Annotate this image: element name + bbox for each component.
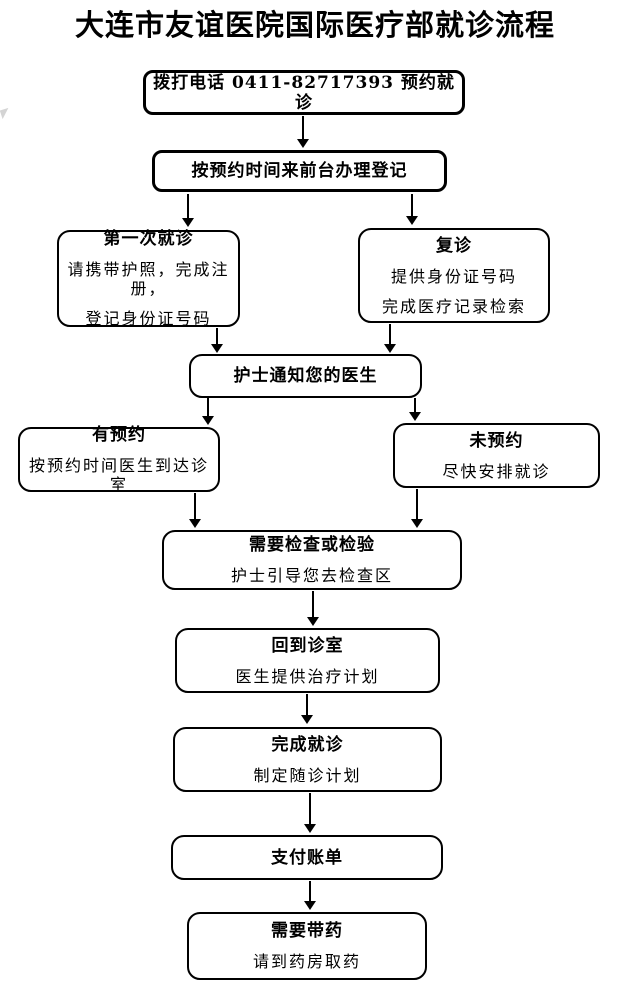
flow-arrow-down [188, 493, 202, 528]
node-title: 护士通知您的医生 [233, 366, 378, 386]
node-title: 需要带药 [271, 921, 343, 941]
flow-arrow-down [303, 793, 317, 833]
node-title: 回到诊室 [271, 635, 344, 656]
node-title: 需要检查或检验 [249, 535, 375, 555]
node-title: 复诊 [436, 235, 472, 256]
flow-node-nurse-notifies-doctor: 护士通知您的医生 [189, 354, 422, 398]
flow-arrow-down [303, 881, 317, 910]
flow-node-has-appointment: 有预约 按预约时间医生到达诊室 [18, 425, 220, 494]
flow-arrow-down [210, 328, 224, 353]
node-title: 拨打电话 0411-82717393 预约就诊 [153, 72, 455, 113]
flow-arrow-down [201, 398, 215, 425]
node-title: 未预约 [469, 430, 524, 451]
flow-arrow-down [296, 116, 310, 148]
flow-arrow-down [410, 489, 424, 528]
flow-arrow-down [408, 398, 422, 421]
node-line: 提供身份证号码 [390, 266, 517, 286]
flow-node-first-visit: 第一次就诊 请携带护照，完成注册， 登记身份证号码 [57, 229, 240, 328]
node-line: 医生提供治疗计划 [235, 666, 380, 686]
node-title: 完成就诊 [271, 734, 344, 755]
flow-node-back-to-room: 回到诊室 医生提供治疗计划 [175, 628, 440, 693]
flow-node-front-desk-registration: 按预约时间来前台办理登记 [152, 150, 447, 192]
flow-node-pay-bill: 支付账单 [171, 835, 443, 880]
flow-node-need-exam: 需要检查或检验 护士引导您去检查区 [162, 530, 462, 590]
flow-node-no-appointment: 未预约 尽快安排就诊 [393, 423, 600, 488]
node-line: 护士引导您去检查区 [230, 566, 393, 585]
flow-arrow-down [300, 694, 314, 724]
flow-node-return-visit: 复诊 提供身份证号码 完成医疗记录检索 [358, 228, 550, 323]
node-title: 支付账单 [271, 847, 343, 868]
scan-artifact-mark [0, 107, 12, 120]
node-line: 制定随诊计划 [253, 765, 362, 785]
flow-arrow-down [405, 194, 419, 225]
page-title: 大连市友谊医院国际医疗部就诊流程 [74, 8, 555, 42]
flow-node-call-appointment: 拨打电话 0411-82717393 预约就诊 [143, 70, 465, 115]
node-line: 尽快安排就诊 [442, 461, 551, 481]
node-line: 登记身份证号码 [85, 309, 212, 328]
node-line: 按预约时间医生到达诊室 [28, 456, 209, 494]
node-title: 按预约时间来前台办理登记 [191, 161, 408, 181]
node-line: 请携带护照，完成注册， [67, 260, 230, 298]
node-title: 有预约 [92, 425, 146, 445]
flow-arrow-down [383, 324, 397, 353]
node-line: 完成医疗记录检索 [381, 296, 526, 316]
node-line: 请到药房取药 [252, 952, 361, 971]
flow-node-take-medicine: 需要带药 请到药房取药 [187, 912, 427, 980]
flow-arrow-down [181, 194, 195, 227]
node-title: 第一次就诊 [103, 229, 194, 249]
flow-arrow-down [306, 591, 320, 626]
flow-node-finish-visit: 完成就诊 制定随诊计划 [173, 727, 442, 792]
